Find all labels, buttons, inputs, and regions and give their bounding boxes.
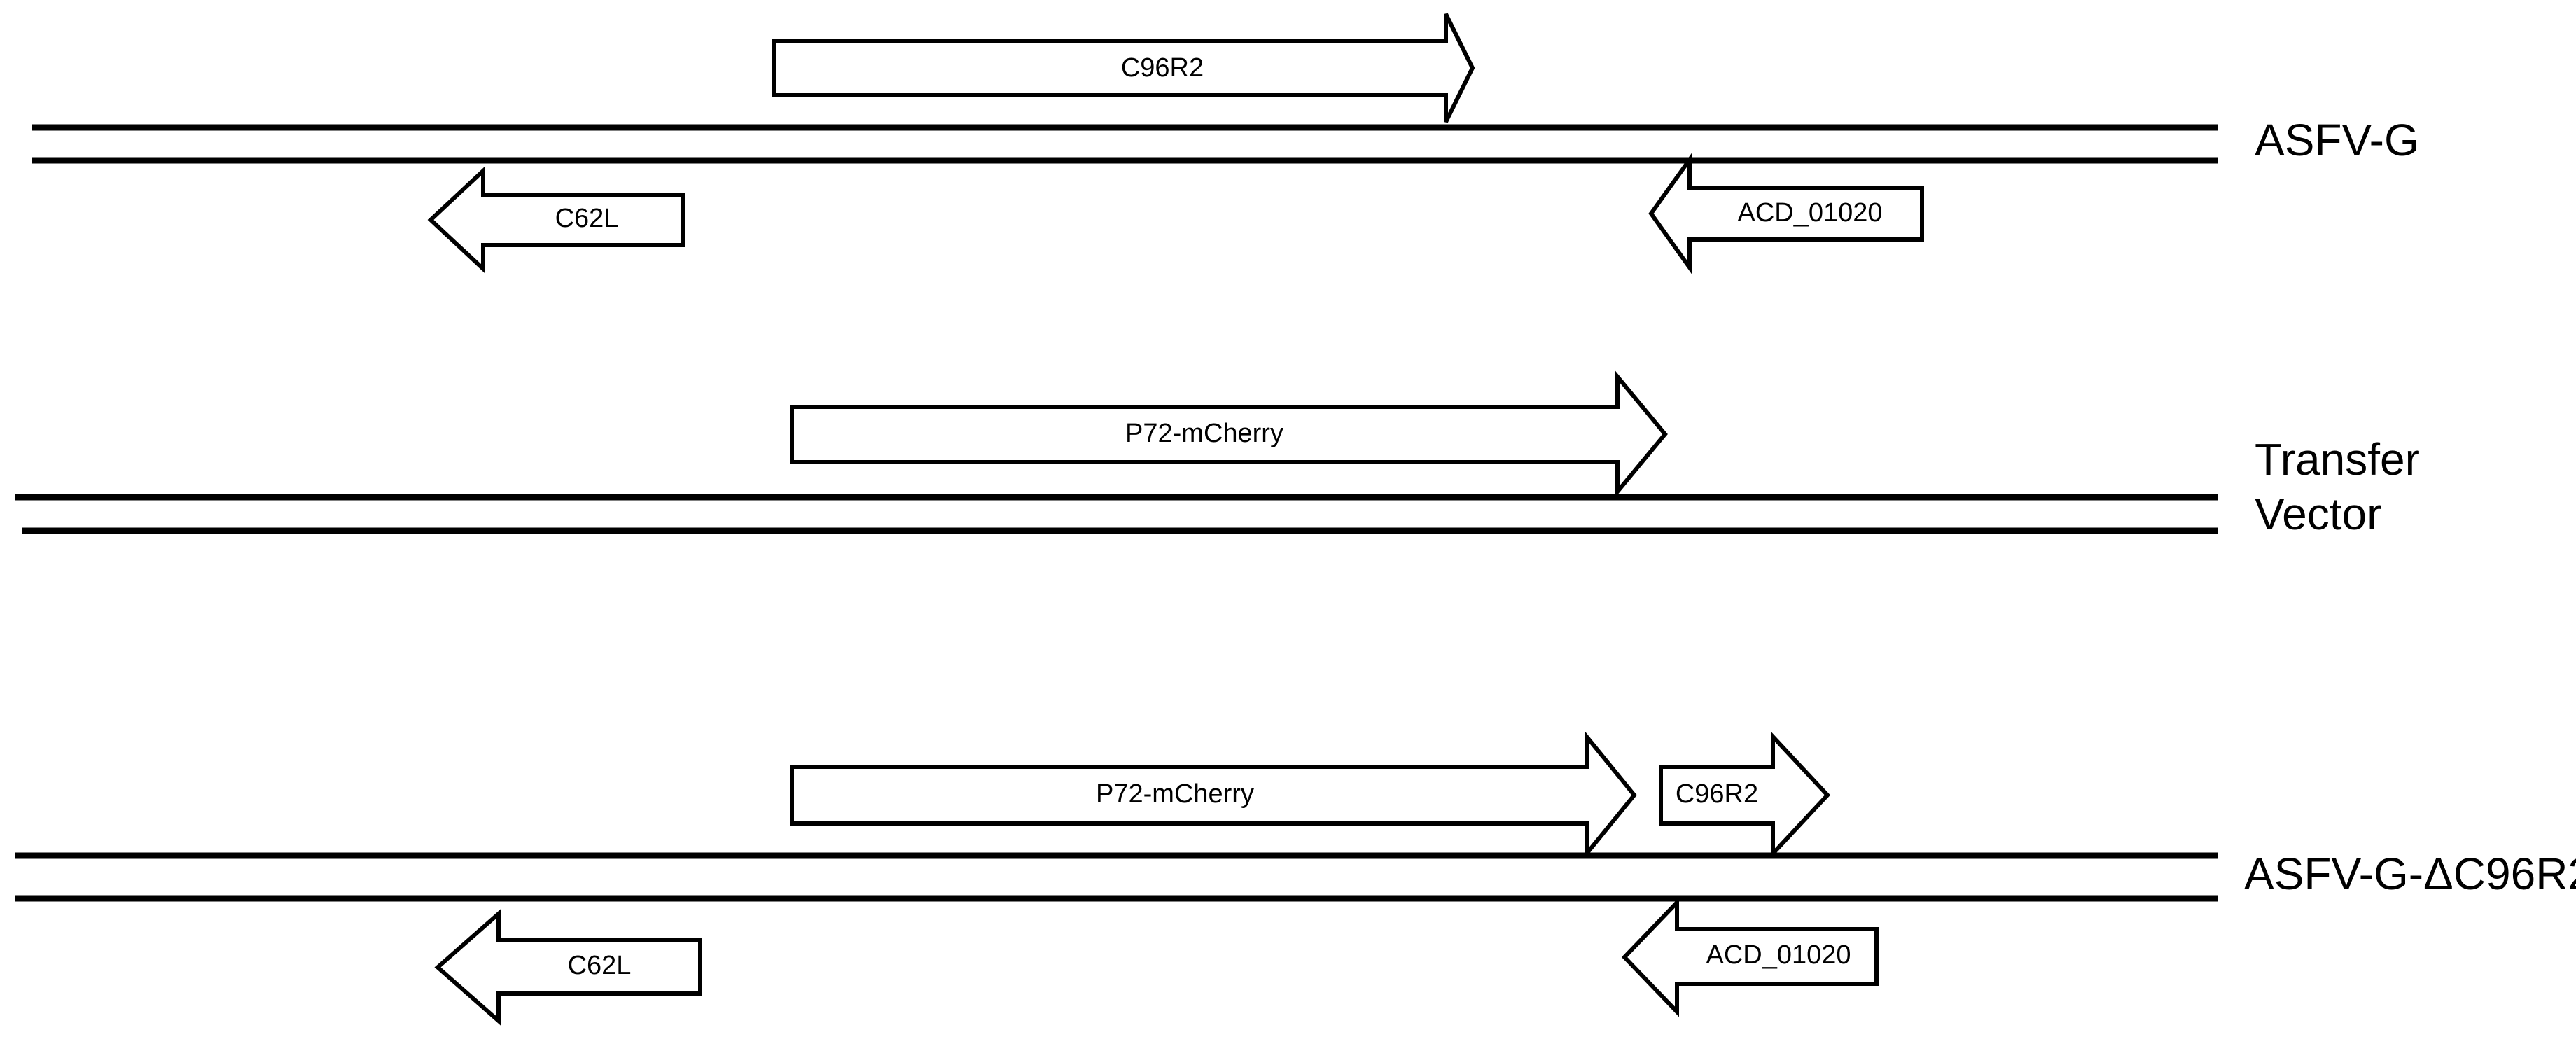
gene-arrow-acd-01020[interactable]: ACD_01020	[1621, 897, 1879, 1017]
construct-label-asfv-g: ASFV-G	[2255, 115, 2419, 165]
gene-arrow-p72-mcherry[interactable]: P72-mCherry	[790, 370, 1668, 498]
gene-arrow-c96r2[interactable]: C96R2	[772, 13, 1475, 123]
gene-arrow-shape[interactable]	[434, 909, 702, 1026]
genome-backbone	[32, 124, 2218, 164]
construct-label-line: Vector	[2255, 489, 2381, 539]
gene-arrow-acd-01020[interactable]: ACD_01020	[1648, 153, 1924, 274]
gene-label: C96R2	[1121, 53, 1204, 83]
construct-label-line: ASFV-G	[2255, 115, 2419, 165]
gene-label: ACD_01020	[1706, 940, 1851, 970]
genome-backbone	[15, 494, 2218, 534]
gene-label: ACD_01020	[1737, 198, 1882, 228]
gene-arrow-c62l[interactable]: C62L	[427, 166, 685, 274]
gene-label: C96R2	[1676, 779, 1758, 809]
gene-arrow-shape[interactable]	[427, 166, 685, 274]
construct-label-asfv-g-dc96r2: ASFV-G-ΔC96R2	[2244, 849, 2576, 899]
gene-arrow-shape[interactable]	[1659, 731, 1831, 859]
gene-label: P72-mCherry	[1096, 779, 1254, 809]
gene-arrow-c96r2[interactable]: C96R2	[1659, 731, 1831, 859]
gene-arrow-c62l[interactable]: C62L	[434, 909, 702, 1026]
construct-label-line: ASFV-G-ΔC96R2	[2244, 849, 2576, 899]
gene-label: C62L	[568, 951, 632, 980]
gene-arrow-shape[interactable]	[790, 370, 1668, 498]
gene-label: C62L	[555, 204, 619, 233]
construct-label-line: Transfer	[2255, 434, 2420, 485]
gene-arrow-shape[interactable]	[1648, 153, 1924, 274]
gene-arrow-shape[interactable]	[1621, 897, 1879, 1017]
gene-arrow-p72-mcherry[interactable]: P72-mCherry	[790, 730, 1637, 860]
gene-arrow-shape[interactable]	[772, 13, 1475, 123]
gene-label: P72-mCherry	[1125, 419, 1283, 448]
gene-arrow-shape[interactable]	[790, 730, 1637, 860]
genome-backbone	[15, 852, 2218, 902]
